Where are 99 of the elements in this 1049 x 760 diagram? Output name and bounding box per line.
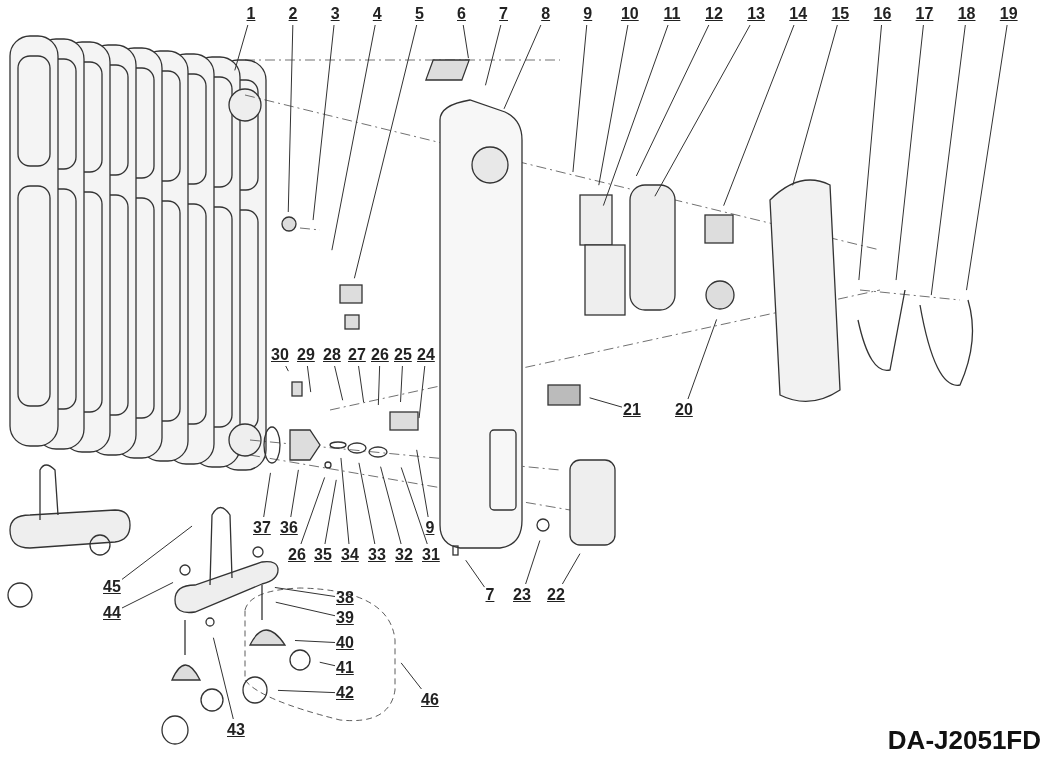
callout-number: 6 xyxy=(457,4,466,24)
callout-number: 32 xyxy=(395,545,413,565)
leader-line xyxy=(285,365,289,372)
leader-line xyxy=(277,689,336,694)
callout-number: 45 xyxy=(103,577,121,597)
leader-line xyxy=(319,661,336,667)
callout-number: 27 xyxy=(348,345,366,365)
leader-line xyxy=(353,24,418,279)
callout-number: 30 xyxy=(271,345,289,365)
callout-number: 3 xyxy=(330,4,340,24)
leader-line xyxy=(654,24,751,197)
callout-number: 46 xyxy=(421,690,439,710)
leader-line xyxy=(400,365,403,403)
leader-line xyxy=(306,365,312,393)
callout-number: 8 xyxy=(541,4,551,24)
callout-number: 41 xyxy=(336,658,354,678)
callout-number: 43 xyxy=(227,720,245,740)
leader-line xyxy=(234,24,249,71)
leader-line xyxy=(358,365,365,403)
callout-number: 22 xyxy=(547,585,565,605)
callout-number: 14 xyxy=(789,4,808,24)
leader-line xyxy=(525,540,541,585)
leader-line xyxy=(602,24,669,207)
callout-number: 31 xyxy=(422,545,440,565)
leader-line xyxy=(212,637,234,720)
callout-number: 38 xyxy=(336,588,354,608)
leader-line xyxy=(723,24,795,207)
leader-line xyxy=(589,397,623,408)
leader-line xyxy=(465,559,485,588)
leader-line xyxy=(635,24,710,177)
leader-line xyxy=(312,24,335,221)
leader-line xyxy=(484,24,502,86)
callout-number: 19 xyxy=(999,4,1018,24)
callout-number: 15 xyxy=(831,4,850,24)
callout-number: 16 xyxy=(873,4,892,24)
leader-line xyxy=(121,581,174,609)
leader-line xyxy=(572,24,588,173)
callout-number: 44 xyxy=(103,603,121,623)
callout-number: 42 xyxy=(336,683,354,703)
callout-number: 28 xyxy=(323,345,341,365)
leader-line xyxy=(561,553,581,585)
callout-number: 29 xyxy=(297,345,315,365)
callout-number: 25 xyxy=(394,345,412,365)
leader-line xyxy=(687,318,718,400)
callout-number: 40 xyxy=(336,633,354,653)
leader-line xyxy=(598,24,629,186)
callout-number: 9 xyxy=(425,518,435,538)
leader-line xyxy=(358,462,376,545)
callout-number: 4 xyxy=(372,4,382,24)
leader-line xyxy=(418,365,426,419)
callout-number: 37 xyxy=(253,518,271,538)
leader-line xyxy=(858,24,882,281)
callout-number: 9 xyxy=(583,4,593,24)
callout-number: 18 xyxy=(957,4,976,24)
callout-number: 1 xyxy=(246,4,256,24)
callout-number: 5 xyxy=(414,4,424,24)
leader-line xyxy=(274,587,336,597)
leader-line xyxy=(340,457,350,545)
callout-number: 2 xyxy=(288,4,298,24)
leader-line xyxy=(380,466,402,545)
callout-number: 23 xyxy=(513,585,531,605)
callout-number: 7 xyxy=(499,4,508,24)
callout-number: 20 xyxy=(675,400,693,420)
leader-line xyxy=(400,466,428,545)
leader-line xyxy=(966,24,1008,291)
callout-number: 10 xyxy=(620,4,639,24)
callout-number: 26 xyxy=(288,545,306,565)
leader-line xyxy=(121,525,193,580)
leader-line xyxy=(377,365,381,406)
callout-number: 21 xyxy=(623,400,641,420)
leader-line xyxy=(287,24,294,213)
leader-line xyxy=(275,601,336,617)
leader-line xyxy=(895,24,924,281)
callout-number: 12 xyxy=(705,4,723,24)
callout-number: 26 xyxy=(371,345,389,365)
leader-line xyxy=(324,479,337,545)
leader-line xyxy=(300,476,326,545)
callout-number: 33 xyxy=(368,545,386,565)
leader-line xyxy=(290,469,299,518)
model-code: DA-J2051FD xyxy=(887,725,1041,756)
leader-line xyxy=(263,472,271,518)
callout-number: 39 xyxy=(336,608,354,628)
callout-number: 13 xyxy=(747,4,765,24)
leader-line xyxy=(400,662,422,690)
callout-number: 24 xyxy=(417,345,435,365)
leader-line xyxy=(334,365,344,401)
callout-number: 34 xyxy=(341,545,359,565)
leader-line xyxy=(416,449,429,518)
leader-line xyxy=(503,24,542,110)
leader-line xyxy=(930,24,966,296)
callout-number: 11 xyxy=(663,4,681,24)
leader-line xyxy=(462,24,469,59)
leader-line xyxy=(294,640,336,643)
leader-line xyxy=(792,24,838,186)
leader-line xyxy=(331,24,376,251)
callout-number: 7 xyxy=(485,585,495,605)
callout-number: 35 xyxy=(314,545,332,565)
callout-number: 36 xyxy=(280,518,298,538)
callout-number: 17 xyxy=(915,4,934,24)
